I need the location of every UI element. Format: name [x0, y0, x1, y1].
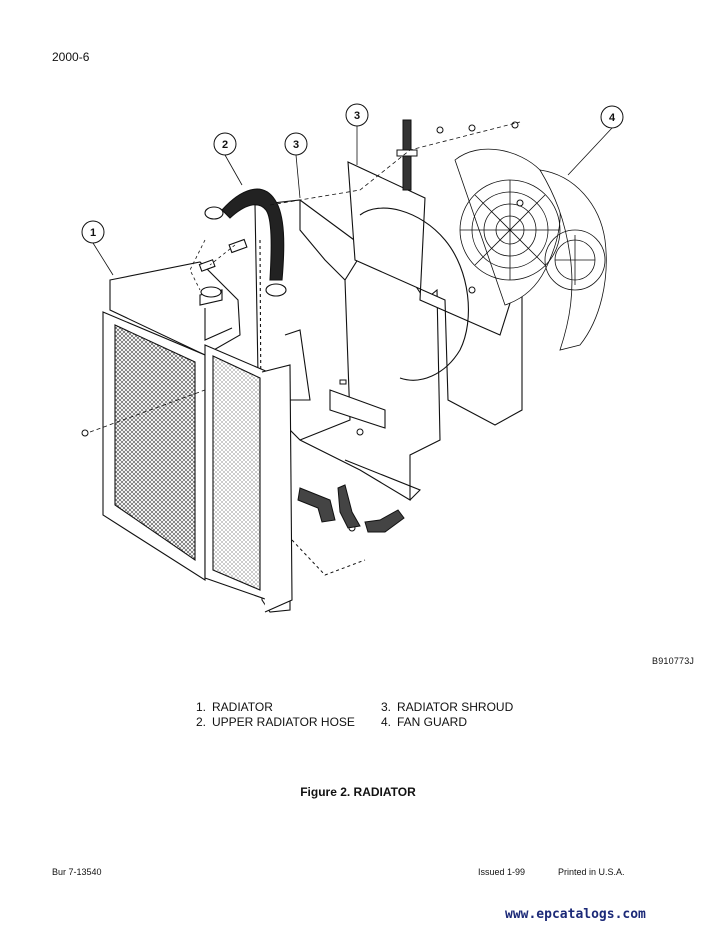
- legend-item: 2. UPPER RADIATOR HOSE: [196, 715, 355, 730]
- callout-1: [81, 220, 105, 244]
- callout-3a-label: 3: [293, 139, 299, 151]
- callout-3b-label: 3: [354, 110, 360, 122]
- upper-radiator-hose: [198, 188, 287, 297]
- leader-lines: [89, 121, 613, 433]
- callout-4-label: 4: [609, 112, 616, 124]
- legend-number: 1.: [196, 700, 207, 714]
- watermark: www.epcatalogs.com: [505, 907, 646, 922]
- callout-3a: [284, 132, 308, 156]
- legend-label: RADIATOR: [212, 700, 273, 714]
- footer-doc-number: Bur 7-13540: [52, 867, 102, 877]
- legend-number: 4.: [381, 715, 392, 729]
- callout-2: [213, 132, 237, 156]
- legend-number: 3.: [381, 700, 392, 714]
- page-number: 2000-6: [52, 50, 90, 64]
- footer-issued: Issued 1-99: [478, 867, 526, 877]
- callout-markers: [81, 103, 624, 244]
- callout-2-label: 2: [222, 139, 228, 151]
- radiator-core: [102, 261, 293, 613]
- footer-printed: Printed in U.S.A.: [558, 867, 625, 877]
- lower-fittings: [291, 484, 405, 576]
- figure-code: B910773J: [652, 656, 695, 666]
- legend-item: 4. FAN GUARD: [381, 715, 513, 730]
- fan-guard: [454, 148, 607, 351]
- callout-1-label: 1: [90, 227, 96, 239]
- callout-3b: [345, 103, 369, 127]
- legend-item: 1. RADIATOR: [196, 700, 355, 715]
- figure-caption: Figure 2. RADIATOR: [300, 785, 416, 799]
- legend-item: 3. RADIATOR SHROUD: [381, 700, 513, 715]
- legend-label: UPPER RADIATOR HOSE: [212, 715, 355, 729]
- legend-number: 2.: [196, 715, 207, 729]
- fan-opening-plate: [347, 161, 523, 426]
- legend-label: RADIATOR SHROUD: [397, 700, 514, 714]
- legend-label: FAN GUARD: [397, 715, 468, 729]
- callout-4: [600, 105, 624, 129]
